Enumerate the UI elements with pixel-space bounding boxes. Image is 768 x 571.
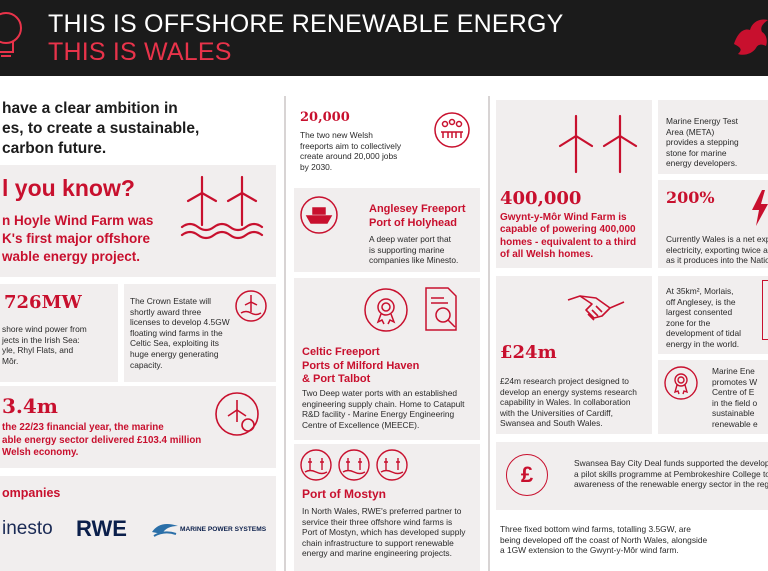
celtic-title: Celtic Freeport Ports of Milford Haven &… [302, 346, 420, 385]
economy-panel: 3.4m the 22/23 financial year, the marin… [0, 386, 276, 468]
export-text: Currently Wales is a net exp electricity… [666, 234, 768, 266]
companies-title: ompanies [2, 486, 61, 500]
gwynt-text: Gwynt-y-Môr Wind Farm is capable of powe… [500, 212, 637, 261]
export-panel: 200% Currently Wales is a net exp electr… [658, 180, 768, 268]
minesto-logo: inesto [2, 518, 53, 539]
freeports-value: 20,000 [300, 110, 350, 125]
meta-text: Marine Energy Test Area (META) provides … [666, 116, 739, 169]
rwe-logo: RWE [76, 516, 127, 541]
mw-value: 726MW [4, 292, 82, 313]
crown-estate-text: The Crown Estate will shortly award thre… [130, 296, 230, 370]
morlais-panel: At 35km², Morlais, off Anglesey, is the … [658, 276, 768, 354]
award-icon [664, 366, 698, 400]
anglesey-text: A deep water port that is supporting mar… [369, 234, 459, 266]
did-you-know-panel: l you know? n Hoyle Wind Farm was K's fi… [0, 165, 276, 277]
award-medal-icon [364, 288, 408, 332]
floating-wind-icon [235, 290, 267, 322]
pound-icon: £ [506, 454, 548, 496]
jobs-people-icon [434, 112, 470, 148]
map-fragment [762, 280, 768, 340]
research-text: £24m research project designed to develo… [500, 376, 637, 429]
mw-text: shore wind power from jects in the Irish… [2, 324, 87, 366]
morlais-text: At 35km², Morlais, off Anglesey, is the … [666, 286, 741, 349]
wind-farm-icons [300, 449, 408, 481]
research-value: £24m [500, 342, 557, 363]
lightning-icon [752, 190, 768, 226]
gwynt-value: 400,000 [500, 188, 582, 209]
export-value: 200% [666, 188, 715, 207]
marine-power-systems-logo-icon [152, 524, 178, 537]
page-subtitle: THIS IS WALES [48, 38, 232, 66]
intro-text: have a clear ambition in es, to create a… [2, 100, 200, 157]
promotes-text: Marine Ene promotes W Centre of E in the… [712, 366, 758, 429]
column-divider [488, 96, 490, 571]
mostyn-title: Port of Mostyn [302, 487, 386, 501]
celtic-text: Two Deep water ports with an established… [302, 388, 465, 430]
companies-panel: ompanies inesto RWE MARINE POWER SYSTEMS [0, 476, 276, 571]
header-banner: THIS IS OFFSHORE RENEWABLE ENERGY THIS I… [0, 0, 768, 76]
did-you-know-text: n Hoyle Wind Farm was K's first major of… [2, 213, 154, 264]
welsh-dragon-icon [734, 19, 768, 55]
promotes-panel: Marine Ene promotes W Centre of E in the… [658, 360, 768, 434]
mw-panel: 726MW shore wind power from jects in the… [0, 284, 118, 382]
celtic-panel: Celtic Freeport Ports of Milford Haven &… [294, 278, 480, 440]
meta-panel: Marine Energy Test Area (META) provides … [658, 100, 768, 174]
lightbulb-icon [0, 12, 22, 57]
anglesey-title: Anglesey Freeport Port of Holyhead [369, 203, 466, 229]
mostyn-panel: Port of Mostyn In North Wales, RWE's pre… [294, 444, 480, 571]
column-divider [284, 96, 286, 571]
handshake-icon [567, 295, 625, 321]
ship-icon [300, 196, 338, 234]
economy-value: 3.4m [2, 394, 58, 418]
swansea-panel: £ Swansea Bay City Deal funds supported … [496, 442, 768, 510]
tidal-turbine-coin-icon [215, 392, 259, 436]
economy-text: the 22/23 financial year, the marine abl… [2, 422, 202, 458]
fixed-windfarms-text: Three fixed bottom wind farms, totalling… [500, 524, 708, 556]
freeports-section: 20,000 The two new Welsh freeports aim t… [294, 100, 480, 184]
research-document-icon [425, 287, 457, 331]
research-panel: £24m £24m research project designed to d… [496, 276, 652, 434]
offshore-wind-turbine-icon [180, 175, 264, 240]
crown-estate-panel: The Crown Estate will shortly award thre… [124, 284, 276, 382]
gwynt-panel: 400,000 Gwynt-y-Môr Wind Farm is capable… [496, 100, 652, 268]
marine-power-systems-logo: MARINE POWER SYSTEMS [180, 526, 267, 533]
page-title: THIS IS OFFSHORE RENEWABLE ENERGY [48, 10, 564, 38]
freeports-text: The two new Welsh freeports aim to colle… [300, 130, 402, 172]
swansea-text: Swansea Bay City Deal funds supported th… [574, 458, 768, 490]
wind-turbines-icon [558, 114, 638, 174]
did-you-know-title: l you know? [2, 175, 135, 201]
mostyn-text: In North Wales, RWE's preferred partner … [302, 506, 466, 559]
anglesey-panel: Anglesey Freeport Port of Holyhead A dee… [294, 188, 480, 272]
